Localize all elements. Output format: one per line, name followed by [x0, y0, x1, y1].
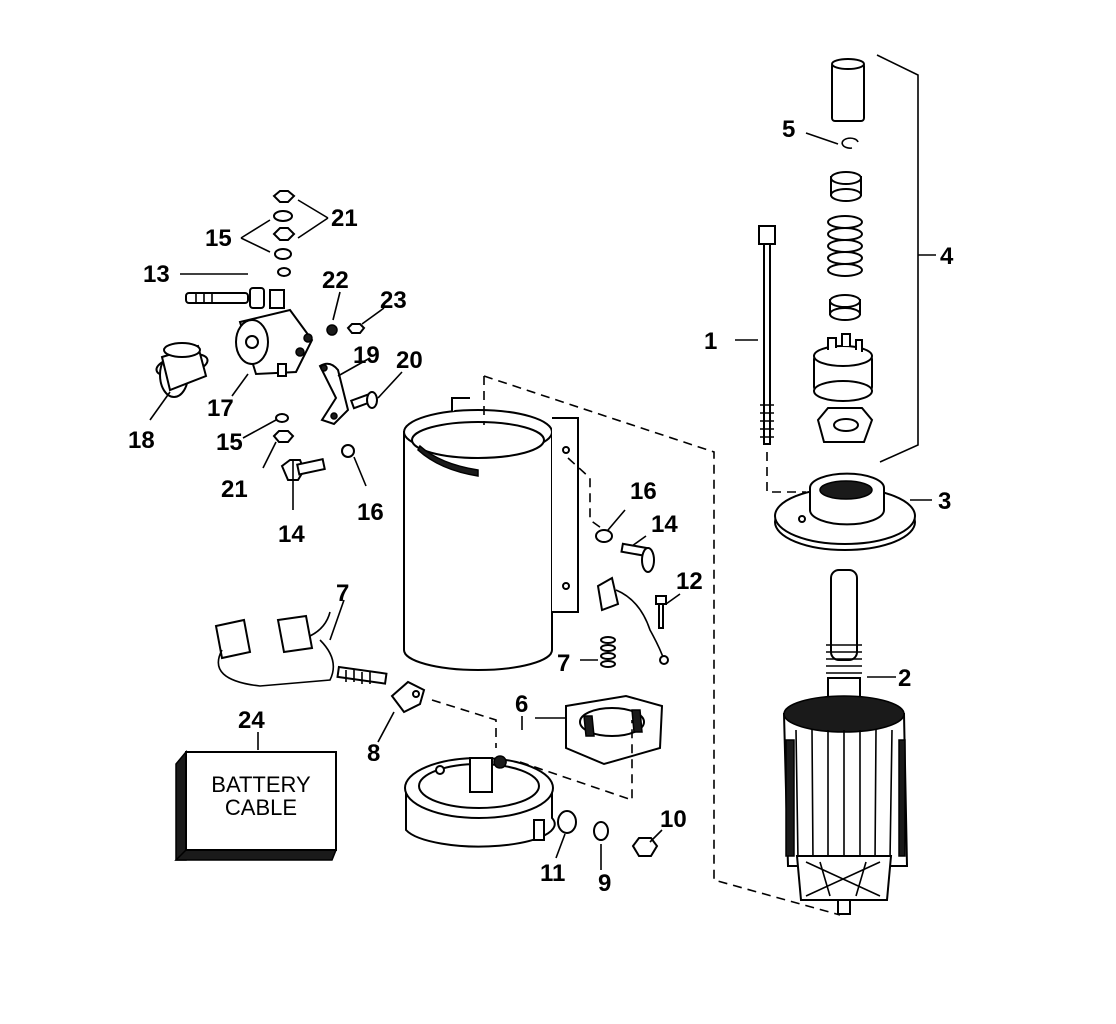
bolt-13 — [185, 287, 265, 309]
washer-9 — [593, 821, 609, 841]
nut-22 — [326, 324, 338, 336]
callout-10: 10 — [660, 806, 687, 833]
callout-19: 19 — [353, 342, 380, 369]
callout-21-top: 21 — [331, 205, 358, 232]
drive-collar — [830, 171, 862, 202]
commutator-end-cap — [404, 755, 556, 848]
callout-17: 17 — [207, 395, 234, 422]
callout-15-top: 15 — [205, 225, 232, 252]
drive-end-cap — [774, 472, 916, 551]
nut-stack-top — [272, 190, 296, 277]
callout-16-right: 16 — [630, 478, 657, 505]
leader-lines — [149, 132, 936, 870]
callout-21-lower: 21 — [221, 476, 248, 503]
spring-7 — [600, 636, 616, 668]
endcap-dashed-link — [431, 699, 633, 802]
frame-dashed-outline — [483, 375, 841, 916]
callout-6: 6 — [515, 691, 528, 718]
callout-labels: 1 2 3 4 5 6 7 7 8 9 10 11 12 13 14 14 15… — [128, 116, 954, 897]
screw-20 — [349, 391, 378, 410]
callout-11: 11 — [540, 860, 565, 887]
field-frame — [403, 397, 579, 671]
terminal-8 — [390, 680, 426, 714]
bracket-19 — [318, 362, 350, 426]
bolt-14-right — [620, 542, 655, 573]
solenoid — [235, 289, 314, 377]
nut-15-lower — [275, 413, 289, 423]
battery-cable-label-line1: BATTERY — [211, 772, 311, 797]
washer-16-right — [595, 529, 613, 543]
callout-20: 20 — [396, 347, 423, 374]
drive-assembly — [813, 54, 919, 463]
callout-2: 2 — [898, 665, 911, 692]
callout-23: 23 — [380, 287, 407, 314]
drive-spring — [827, 215, 863, 277]
retaining-ring — [841, 137, 859, 149]
bolt-14-left — [280, 458, 326, 481]
callout-8: 8 — [367, 740, 380, 767]
callout-24: 24 — [238, 707, 265, 734]
callout-14-left: 14 — [278, 521, 305, 548]
callout-16-left: 16 — [357, 499, 384, 526]
band-18 — [155, 342, 209, 398]
pinion-gear — [813, 333, 873, 402]
callout-7-left: 7 — [336, 580, 349, 607]
callout-7-right: 7 — [557, 650, 570, 677]
drive-sleeve — [829, 294, 861, 321]
callout-13: 13 — [143, 261, 170, 288]
brush-with-lead — [596, 576, 669, 665]
callout-9: 9 — [598, 870, 611, 897]
drive-cap — [831, 58, 865, 122]
through-bolt — [758, 225, 806, 493]
nut-21-lower — [272, 430, 295, 443]
drive-nut — [816, 407, 874, 443]
battery-cable-label-line2: CABLE — [225, 795, 297, 820]
callout-5: 5 — [782, 116, 795, 143]
brush-holder — [565, 694, 664, 766]
battery-cable-box — [174, 749, 338, 861]
screw-12 — [655, 595, 667, 629]
frame-dashed-to-washer — [567, 457, 605, 531]
washer-16-left — [341, 444, 355, 458]
callout-4: 4 — [940, 243, 954, 270]
callout-15-lower: 15 — [216, 429, 243, 456]
nut-10 — [631, 837, 659, 857]
callout-22: 22 — [322, 267, 349, 294]
washer-11 — [557, 810, 577, 834]
brush-set-left — [214, 614, 388, 687]
callout-1: 1 — [704, 328, 717, 355]
nut-23 — [346, 323, 366, 334]
item-4-bracket — [876, 54, 919, 463]
armature — [782, 569, 909, 915]
callout-12: 12 — [676, 568, 703, 595]
callout-18: 18 — [128, 427, 155, 454]
callout-3: 3 — [938, 488, 951, 515]
callout-14-right: 14 — [651, 511, 678, 538]
